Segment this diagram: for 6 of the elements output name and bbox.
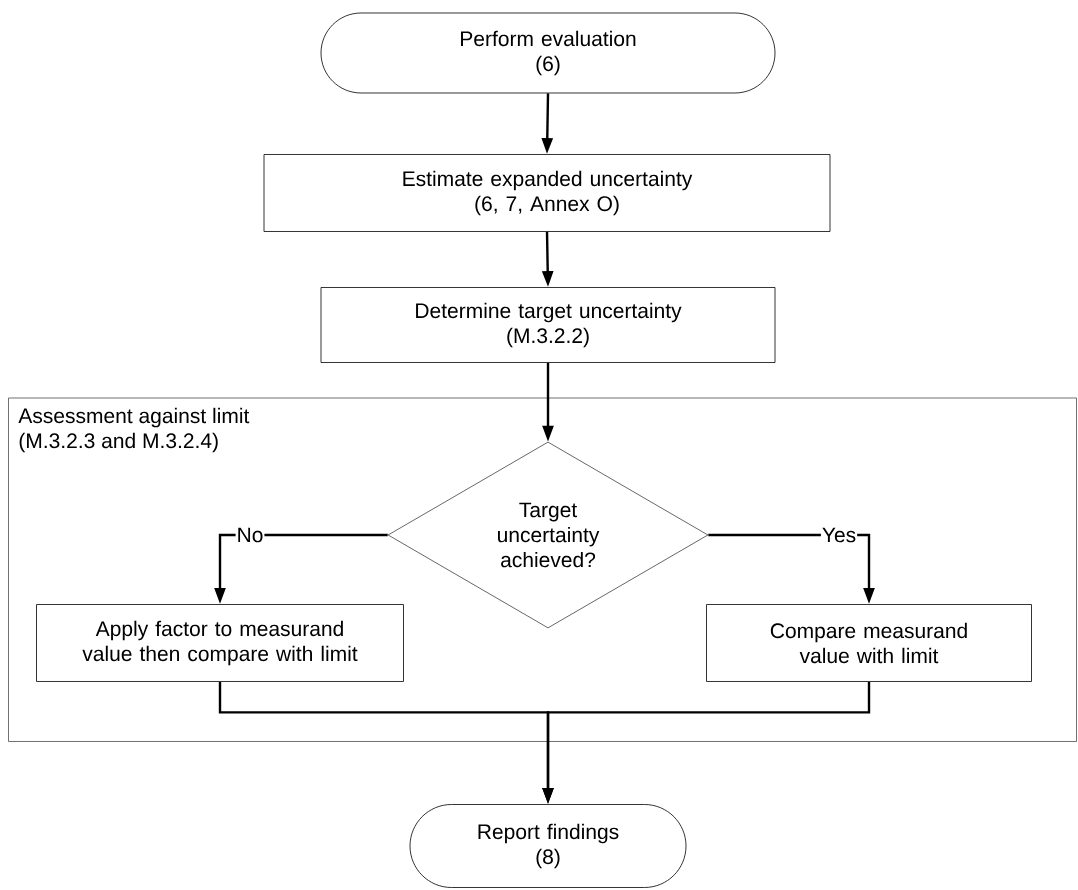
process-box: Determine target uncertainty (M.3.2.2) [320,287,776,363]
terminal-box: Report findings (8) [409,804,687,888]
terminal-box: Perform evaluation (6) [320,12,776,94]
process-box: Apply factor to measurand value then compare with limit [36,604,404,682]
process-box: Estimate expanded uncertainty (6, 7, Annex O) [263,154,831,232]
process-box: Compare measurand value with limit [706,604,1032,682]
